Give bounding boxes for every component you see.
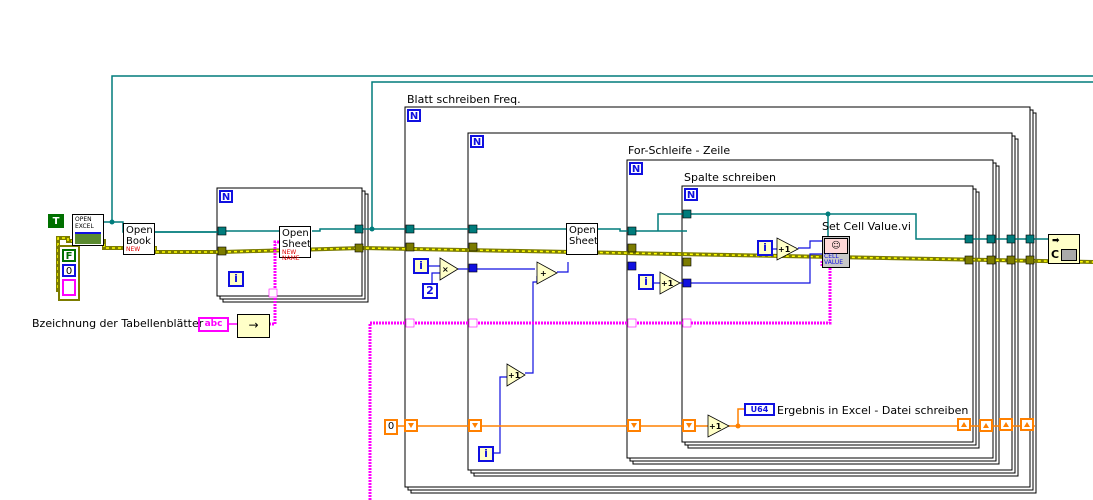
loop-count-terminal[interactable]: N — [629, 162, 643, 175]
open-sheet-text: Open Sheet — [569, 225, 598, 247]
result-label: Ergebnis in Excel - Datei schreiben — [777, 404, 969, 417]
close-excel-vi[interactable]: C ➡ — [1048, 234, 1080, 264]
add-label: + — [540, 269, 547, 278]
open-book-text: Open Book — [126, 225, 153, 247]
result-indicator-u64[interactable]: U64 — [744, 403, 775, 416]
window-icon — [1061, 249, 1077, 261]
true-constant[interactable]: T — [48, 214, 64, 228]
face-icon: ☺ — [824, 238, 848, 254]
set-cell-label: Set Cell Value.vi — [822, 220, 911, 233]
sheet-names-label: Bzeichnung der Tabellenblätter — [32, 317, 204, 330]
iteration-terminal[interactable]: i — [757, 240, 773, 256]
open-sheet-vi[interactable]: Open Sheet — [566, 223, 598, 255]
loop-label-row: For-Schleife - Zeile — [628, 144, 731, 157]
open-excel-text: OPEN EXCEL — [75, 216, 94, 230]
set-cell-value-vi[interactable]: ☺ CELL VALUE — [822, 236, 850, 268]
inc-label: +1 — [508, 371, 521, 380]
loop-count-terminal[interactable]: N — [219, 190, 233, 203]
loop-count-terminal[interactable]: N — [470, 135, 484, 148]
excel-window-icon — [75, 232, 101, 244]
loop-label-col: Spalte schreiben — [684, 171, 776, 184]
arrow-icon: ➡ — [1052, 236, 1060, 246]
string-array-constant[interactable]: abc — [198, 317, 229, 332]
open-sheet-sub: NEW NAME — [282, 249, 300, 262]
add-node — [536, 261, 558, 285]
increment-node — [506, 363, 526, 387]
multiply-node — [439, 257, 459, 281]
increment-node — [659, 271, 681, 295]
multiply-label: × — [442, 265, 449, 274]
increment-node — [776, 237, 799, 261]
open-book-sub: NEW — [126, 246, 141, 253]
loop-count-terminal[interactable]: N — [684, 188, 698, 201]
inc-label: +1 — [709, 422, 722, 431]
false-constant[interactable]: F — [62, 249, 76, 262]
open-book-vi[interactable]: Open Book NEW — [123, 223, 155, 255]
increment-node — [707, 414, 730, 438]
iteration-terminal[interactable]: i — [638, 274, 654, 290]
loop-count-terminal[interactable]: N — [407, 109, 421, 122]
zero-constant[interactable]: 0 — [62, 264, 76, 277]
u64-init-constant[interactable]: 0 — [384, 419, 398, 435]
iteration-terminal[interactable]: i — [413, 258, 429, 274]
string-constant-empty[interactable] — [62, 279, 76, 296]
index-array-icon[interactable]: → — [237, 314, 270, 338]
cluster-constant[interactable]: F 0 — [58, 245, 80, 301]
close-text: C — [1051, 248, 1060, 261]
inc-label: +1 — [661, 279, 674, 288]
loop-label-outer: Blatt schreiben Freq. — [407, 93, 521, 106]
inc-label: +1 — [778, 245, 791, 254]
open-excel-vi[interactable]: OPEN EXCEL — [72, 214, 104, 246]
open-sheet-vi[interactable]: Open Sheet NEW NAME — [279, 226, 311, 262]
iteration-terminal[interactable]: i — [228, 271, 244, 287]
loop-frames — [216, 106, 1037, 494]
cell-value-text: CELL VALUE — [824, 253, 844, 266]
open-sheet-text: Open Sheet — [282, 228, 311, 250]
iteration-terminal[interactable]: i — [478, 446, 494, 462]
const-two[interactable]: 2 — [422, 283, 438, 299]
